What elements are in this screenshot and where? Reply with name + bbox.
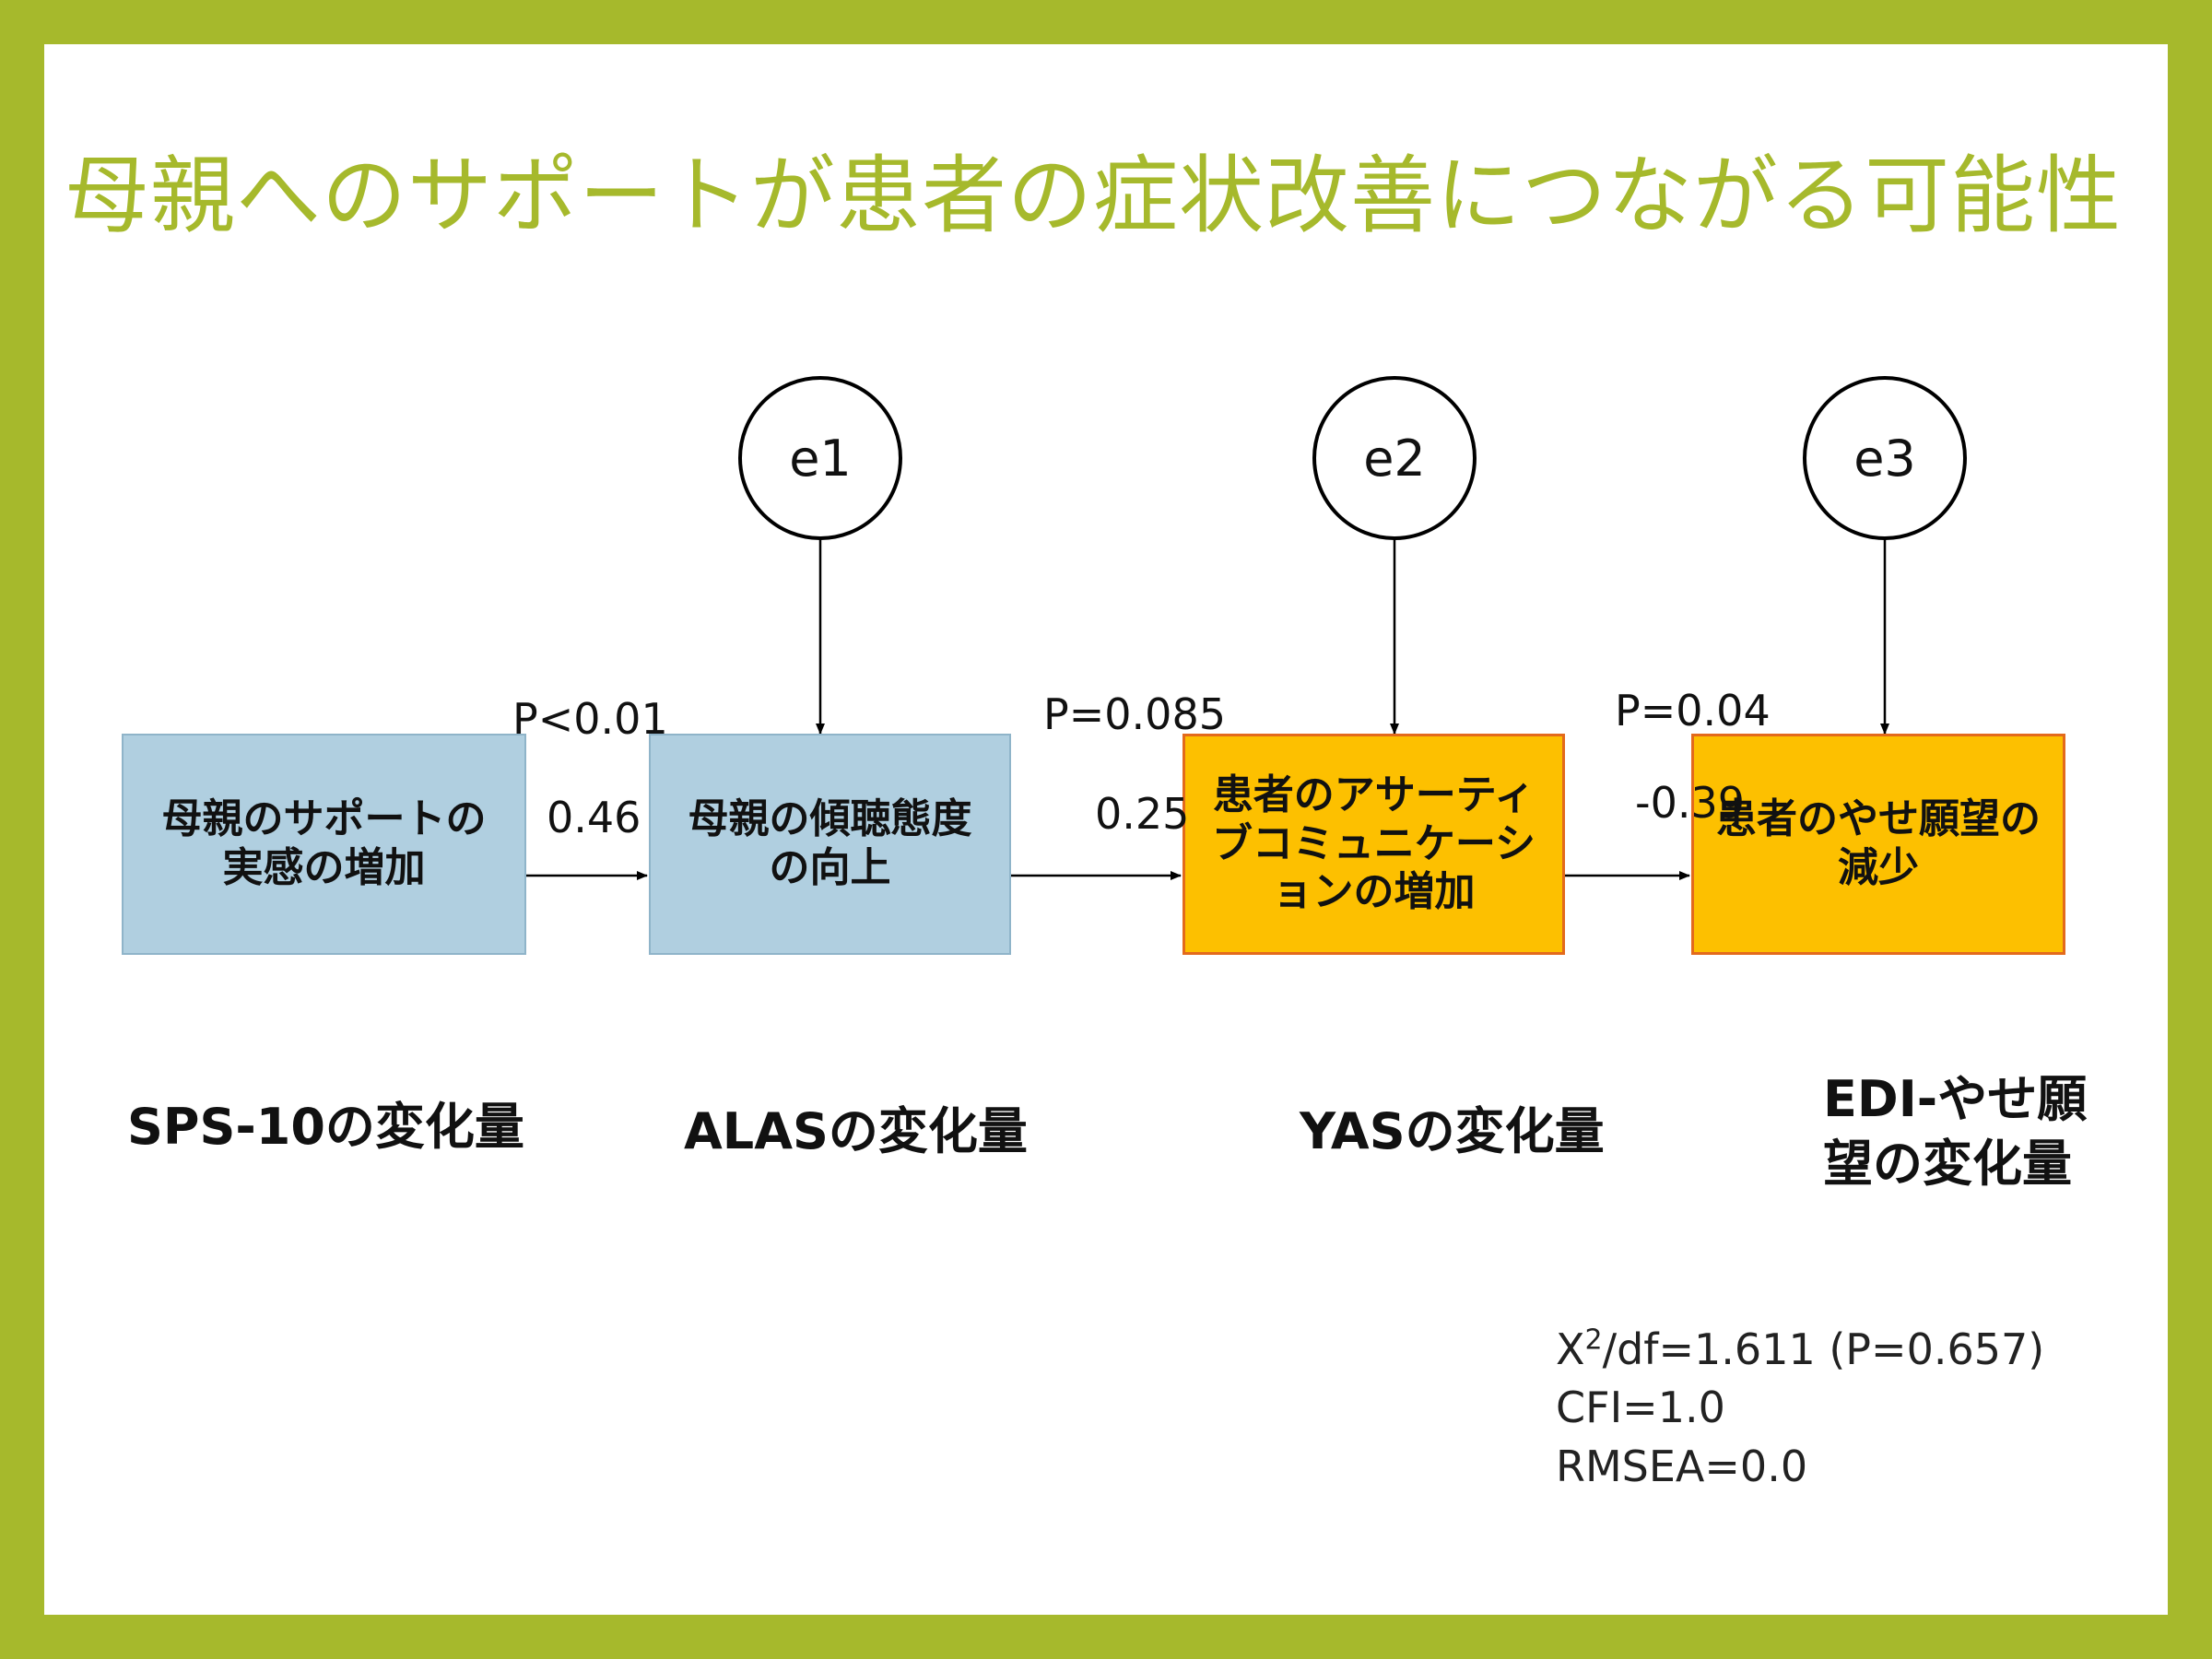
node-mother-support: 母親のサポートの実感の増加 [122,734,526,955]
path-3-coefficient: -0.39 [1635,778,1746,828]
node-mother-listening: 母親の傾聴態度の向上 [649,734,1011,955]
error-term-e3: e3 [1803,376,1967,540]
cfi-value: CFI=1.0 [1556,1382,1725,1433]
path-diagram-arrows [526,530,1889,880]
measure-sps10: SPS-10の変化量 [127,1098,524,1156]
path-3-p-value: P=0.04 [1615,686,1771,735]
path-2-coefficient: 0.25 [1095,789,1190,839]
error-term-e2: e2 [1312,376,1477,540]
node-patient-thinness: 患者のやせ願望の減少 [1691,734,2065,955]
slide: 母親へのサポートが患者の症状改善につながる可能性 e1 e2 e3 母親のサポー… [44,44,2168,1615]
slide-title: 母親へのサポートが患者の症状改善につながる可能性 [65,147,2123,245]
path-1-coefficient: 0.46 [547,793,641,842]
model-fit-indices: X2/df=1.611 (P=0.657) CFI=1.0 RMSEA=0.0 [1556,1321,2044,1496]
path-1-p-value: P<0.01 [512,694,668,744]
measure-edi: EDI-やせ願望の変化量 [1823,1070,2088,1194]
node-patient-assertive: 患者のアサーティブコミュニケーションの増加 [1182,734,1565,955]
measure-yas: YASの変化量 [1300,1102,1605,1160]
chi-square-df: X2/df=1.611 (P=0.657) [1556,1324,2045,1374]
error-term-e1: e1 [738,376,902,540]
rmsea-value: RMSEA=0.0 [1556,1441,1808,1491]
measure-alas: ALASの変化量 [684,1102,1028,1160]
path-2-p-value: P=0.085 [1043,689,1226,739]
